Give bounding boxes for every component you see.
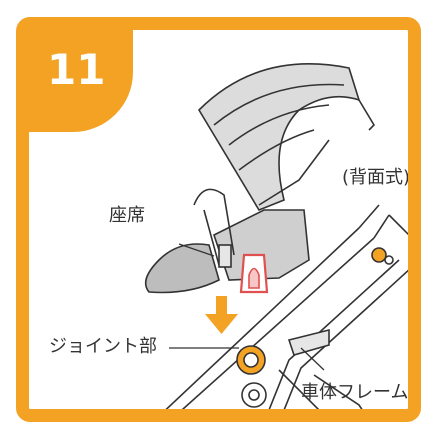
assembly-illustration xyxy=(144,63,408,409)
step-frame: 11 xyxy=(16,17,421,422)
step-number: 11 xyxy=(47,45,106,94)
frame-label: 車体フレーム xyxy=(301,382,409,403)
down-arrow-icon xyxy=(205,296,238,334)
seat-label: 座席 xyxy=(109,205,145,226)
stroller-frame xyxy=(165,204,408,409)
joint-label: ジョイント部 xyxy=(49,336,157,357)
step-badge: 11 xyxy=(29,30,133,132)
canopy xyxy=(197,63,376,211)
leader-lines xyxy=(169,243,325,371)
orientation-label: (背面式) xyxy=(342,167,411,188)
seat xyxy=(144,188,310,294)
seat-joint-clip xyxy=(239,253,269,294)
